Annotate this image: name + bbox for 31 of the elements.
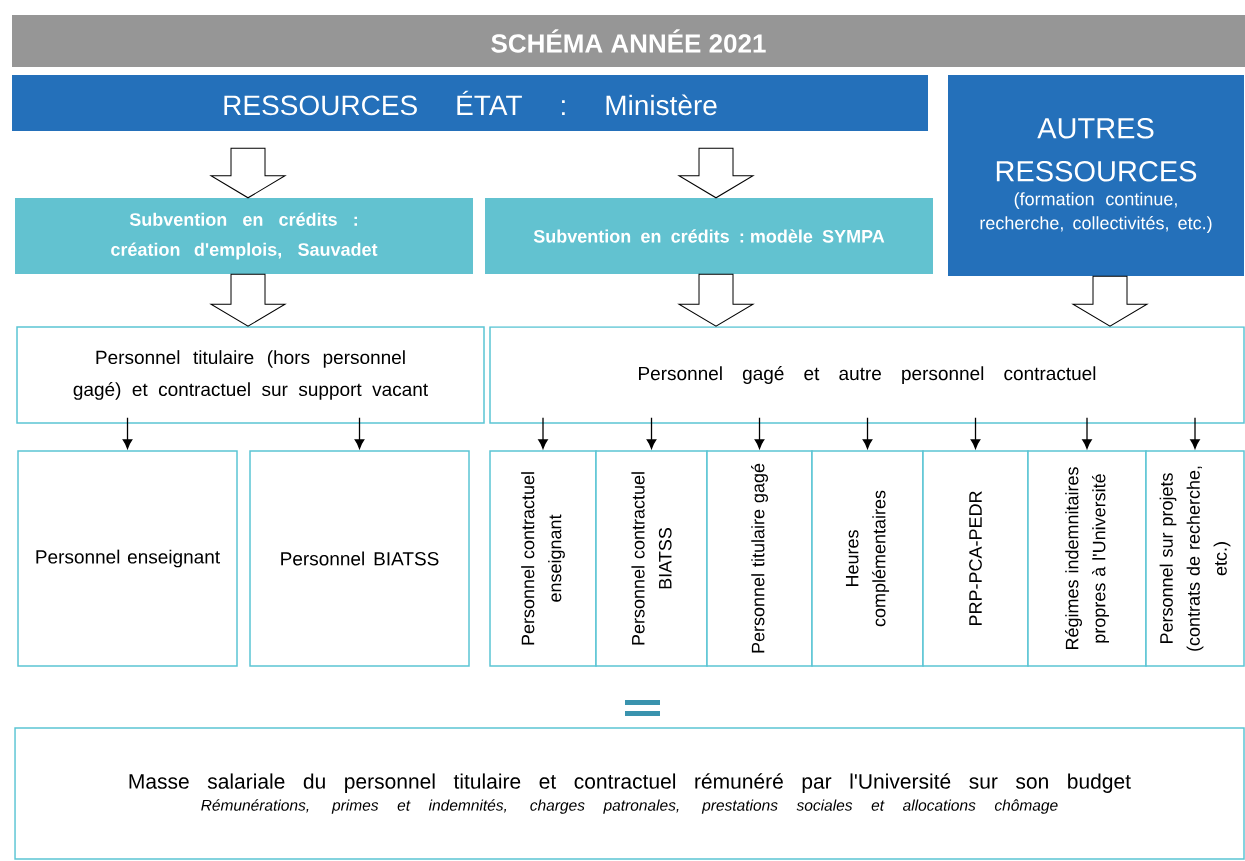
arrow (1082, 417, 1092, 449)
resource-box: AUTRES RESSOURCES (formation continue, recherche, collectivités, etc.) (948, 75, 1244, 276)
staff-box: Personnel gagé et autre personnel contractuel (489, 326, 1245, 424)
resource-box: RESSOURCES ÉTAT : Ministère (12, 75, 928, 131)
staff-box: Personnel BIATSS (249, 450, 470, 667)
block-arrow (678, 147, 754, 199)
staff-box: Personnel titulaire (hors personnel gagé) et contractuel sur support vacant (16, 326, 485, 424)
arrow (1190, 417, 1200, 449)
payroll-box: Masse salariale du personnel titulaire et contractuel rémunéré par l'Université sur son budget Rémunérations, primes et indemnités, charges patronales, prestations sociales et allocations chômage (14, 727, 1245, 860)
staff-box: Heures complémentaires (811, 450, 924, 667)
staff-box: Personnel contractuel enseignant (489, 450, 597, 667)
staff-box: Personnel enseignant (17, 450, 238, 667)
block-arrow (210, 147, 286, 199)
grant-box: Subvention en crédits : modèle SYMPA (485, 198, 933, 274)
arrow (646, 417, 657, 449)
arrow (862, 417, 873, 449)
grant-box: Subvention en crédits : création d'emplois, Sauvadet (15, 198, 473, 274)
staff-box: Personnel sur projets (contrats de recherche, etc.) (1145, 450, 1245, 667)
staff-box: PRP-PCA-PEDR (922, 450, 1029, 667)
block-arrow (210, 273, 286, 327)
block-arrow (1072, 275, 1148, 327)
staff-box: Personnel contractuel BIATSS (595, 450, 708, 667)
arrow (754, 417, 765, 449)
arrow (970, 417, 981, 449)
arrow (354, 417, 365, 449)
title-band: SCHÉMA ANNÉE 2021 (12, 15, 1245, 67)
staff-box: Personnel titulaire gagé (706, 450, 813, 667)
arrow (122, 417, 133, 449)
arrow (538, 417, 548, 449)
staff-box: Régimes indemnitaires propres à l'Université (1027, 450, 1147, 667)
block-arrow (678, 273, 754, 327)
